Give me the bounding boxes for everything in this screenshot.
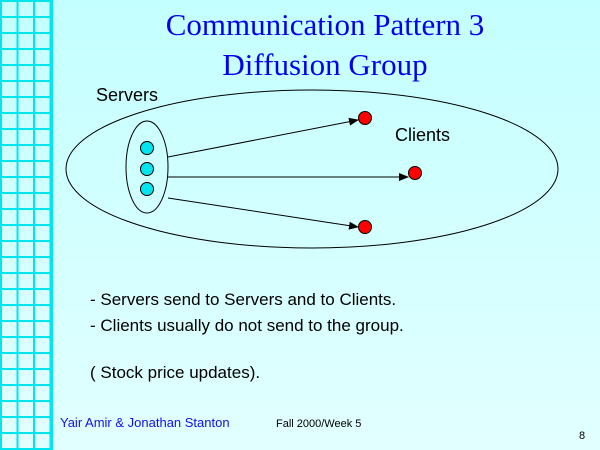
arrow-to-client-3 bbox=[167, 197, 359, 230]
server-node bbox=[140, 182, 154, 196]
footer-date: Fall 2000/Week 5 bbox=[276, 418, 362, 430]
clients-label: Clients bbox=[395, 125, 451, 145]
bullet-2: - Clients usually do not send to the gro… bbox=[90, 316, 404, 335]
servers-label: Servers bbox=[96, 85, 159, 105]
client-node bbox=[358, 111, 372, 125]
slide-title: Communication Pattern 3 bbox=[165, 7, 485, 42]
client-node bbox=[358, 220, 372, 234]
footer-author: Yair Amir & Jonathan Stanton bbox=[60, 415, 230, 430]
bullet-3: ( Stock price updates). bbox=[90, 363, 261, 382]
server-node bbox=[140, 162, 154, 176]
decorative-grid bbox=[0, 0, 53, 450]
slide-subtitle: Diffusion Group bbox=[222, 47, 428, 82]
bullet-1: - Servers send to Servers and to Clients… bbox=[90, 290, 397, 309]
server-group-ellipse bbox=[125, 120, 169, 214]
group-ellipse bbox=[65, 89, 559, 249]
arrow-to-client-1 bbox=[167, 117, 359, 158]
client-node bbox=[408, 166, 422, 180]
page-number: 8 bbox=[579, 430, 586, 442]
server-node bbox=[140, 141, 154, 155]
